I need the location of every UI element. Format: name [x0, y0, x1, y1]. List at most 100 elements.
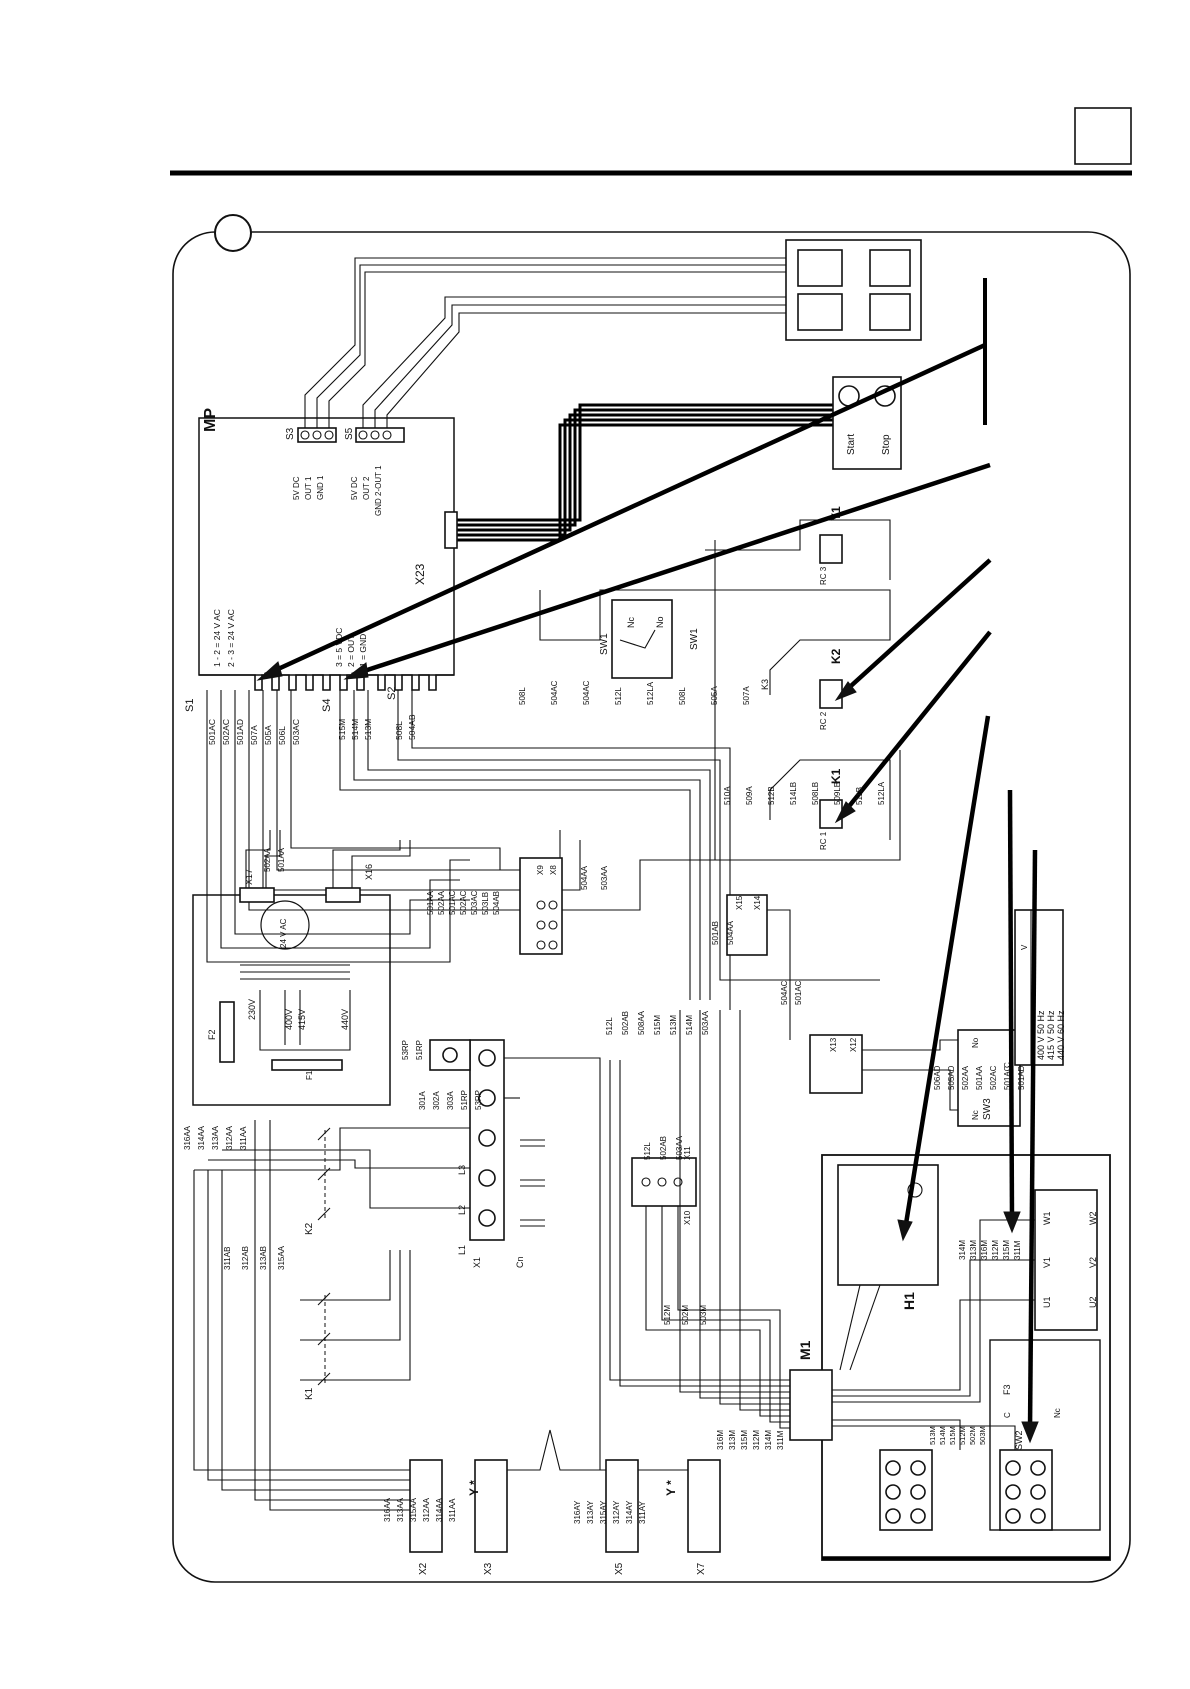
wire-label-x17-0: 502AA [263, 847, 272, 872]
wire-label-ab-c-2: 502AA [961, 1065, 970, 1090]
h1-label: H1 [901, 1292, 917, 1310]
l2-label: L2 [457, 1205, 467, 1215]
x2-connector [409, 1459, 443, 1553]
s5-label: S5 [344, 427, 355, 440]
s1-signal-wires [206, 690, 880, 1010]
wire-label-s1-5: 506L [277, 726, 287, 745]
s3-pin-2 [312, 430, 322, 440]
sw1-nc: Nc [626, 617, 636, 628]
k2-contactor-label: K2 [304, 1222, 315, 1235]
wire-label-motor-0: 314M [958, 1240, 967, 1260]
f2-fuse [219, 1001, 235, 1063]
x7-label: X7 [696, 1562, 707, 1575]
wire-label-ab-b-3: 514LB [789, 782, 798, 805]
wire-label-vert-0: 512L [605, 1017, 614, 1035]
wire-label-s4-2: 513M [363, 719, 373, 740]
wire-label-s4-0: 515M [337, 719, 347, 740]
sw1-switch[interactable] [611, 599, 673, 679]
sw1-label-b: SW1 [689, 628, 700, 650]
transformer-block [192, 894, 391, 1106]
x15-label: X15 [735, 895, 744, 910]
wire-label-s1-6: 503AC [291, 719, 301, 745]
voltage-row-2: 415 V 50 Hz [1046, 1010, 1056, 1060]
wire-label-mid-1: 502AA [437, 890, 446, 915]
wire-label-x5-1: 313AY [586, 1500, 595, 1524]
wire-label-x7-3: 312M [752, 1430, 761, 1450]
v2-label: V2 [1088, 1257, 1098, 1268]
s4-note-3: 1 = GND [358, 634, 368, 667]
wire-label-mid-6: 504AB [492, 891, 501, 915]
x17-terminal [239, 887, 275, 903]
24vac-label: 24 V AC [279, 918, 288, 948]
rc1-label: RC 1 [819, 831, 828, 850]
l3-label: L3 [457, 1165, 467, 1175]
x7-connector [687, 1459, 721, 1553]
k2-coil [819, 679, 843, 709]
wire-label-k_top-1: 314AA [197, 1125, 206, 1150]
wire-label-x2-4: 314AA [435, 1497, 444, 1522]
sw3-no: No [971, 1037, 980, 1048]
wire-label-trafo-1: 51RP [415, 1040, 424, 1060]
s1-note-2: 2 - 3 = 24 V AC [226, 609, 236, 667]
wire-label-x13-0: 504AC [780, 980, 789, 1005]
h1-heater [837, 1164, 939, 1286]
reference-circle [214, 214, 252, 252]
x3-label: X3 [483, 1562, 494, 1575]
sw3-nc: Nc [971, 1110, 980, 1120]
x10-x11-connector [631, 1157, 697, 1207]
f1-label: F1 [305, 1070, 314, 1080]
wire-label-mid-0: 501AA [426, 890, 435, 915]
wire-label-ab-b-0: 510A [723, 786, 732, 805]
wire-label-s1-3: 507A [249, 725, 259, 745]
sw3-c: C [1003, 1062, 1012, 1068]
wire-label-ab-b-7: 512LA [877, 781, 886, 805]
wire-label-x5-2: 315AY [599, 1500, 608, 1524]
contactor-wiring [193, 1120, 470, 1511]
wire-label-x1011-1: 502AB [659, 1136, 668, 1160]
k1-contactor [317, 1292, 331, 1386]
wire-label-s1-0: 501AC [207, 719, 217, 745]
s3-terminal [297, 427, 337, 443]
wire-label-motor-1: 313M [969, 1240, 978, 1260]
wire-label-m1terms-5: 503M [978, 1426, 987, 1445]
wire-label-ab-a-5: 508L [678, 687, 687, 705]
wire-label-l123-1: 302A [432, 1091, 441, 1110]
sw1-no: No [655, 616, 665, 628]
x10-label: X10 [683, 1210, 692, 1225]
wire-label-l123-2: 303A [446, 1091, 455, 1110]
s1-label: S1 [184, 699, 196, 712]
s3-5vdc: 5V DC [292, 476, 301, 500]
u1-label: U1 [1042, 1296, 1052, 1308]
x23-ribbon-cable [454, 403, 835, 542]
s3-pin-1 [300, 430, 310, 440]
k2-label: K2 [829, 648, 843, 664]
ystar-x7: Y * [664, 1480, 678, 1496]
wire-label-l123-3: 51RP [460, 1090, 469, 1110]
wire-label-x17-1: 501AA [277, 847, 286, 872]
s3-out1: OUT 1 [304, 476, 313, 500]
wire-label-m1terms-0: 513M [928, 1426, 937, 1445]
motor-windings [1034, 1189, 1098, 1331]
start-label: Start [846, 434, 857, 455]
x9-label: X9 [536, 865, 545, 875]
wire-label-vert-3: 515M [653, 1015, 662, 1035]
transformer-core [240, 964, 350, 980]
wire-label-x2-0: 316AA [383, 1497, 392, 1522]
k1-label: K1 [829, 768, 843, 784]
keypad-key-2 [869, 249, 911, 287]
wire-label-ab-b-1: 509A [745, 786, 754, 805]
rc3-label: RC 3 [819, 566, 828, 585]
x14-label: X14 [753, 895, 762, 910]
wire-label-x2-3: 312AA [422, 1497, 431, 1522]
keypad-wires [304, 257, 790, 428]
f1-fuse [271, 1059, 343, 1071]
wire-label-k_top-2: 313AA [211, 1125, 220, 1150]
wire-label-ab-b-2: 512B [767, 786, 776, 805]
x1-terminals [478, 1049, 496, 1227]
s4-note-2: 2 = OUT [346, 635, 356, 667]
sw2-nc: Nc [1053, 1408, 1062, 1418]
wire-label-motor-4: 315M [1002, 1240, 1011, 1260]
wire-label-ab-b-5: 509LB [833, 782, 842, 805]
